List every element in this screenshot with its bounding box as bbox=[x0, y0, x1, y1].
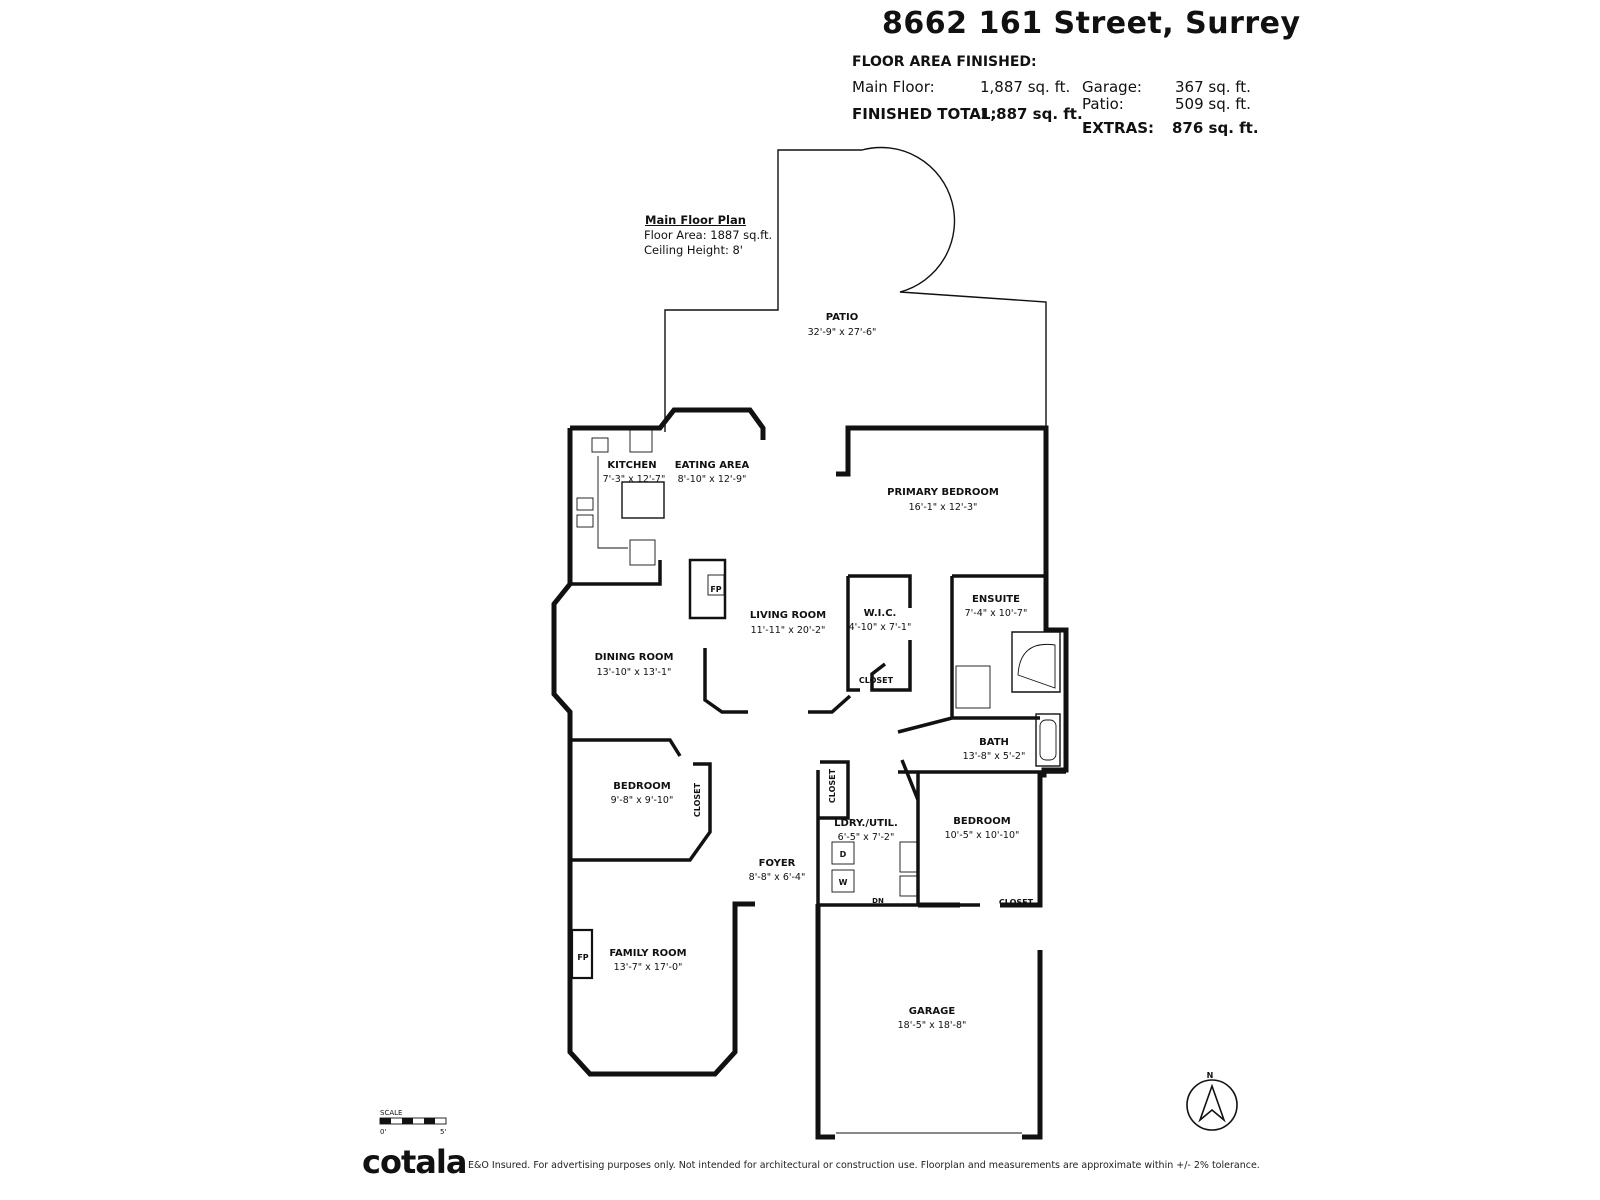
interior-walls bbox=[570, 560, 1066, 907]
kitchen-counter bbox=[597, 456, 628, 549]
garage-area-value: 367 sq. ft. bbox=[1175, 78, 1251, 96]
room-name-living-room: LIVING ROOM bbox=[750, 610, 826, 621]
room-dim-garage: 18'-5" x 18'-8" bbox=[898, 1020, 967, 1031]
main-floor-label: Main Floor: bbox=[852, 78, 935, 96]
main-floor-value: 1,887 sq. ft. bbox=[980, 78, 1071, 96]
room-dim-laundry: 6'-5" x 7'-2" bbox=[838, 832, 895, 843]
room-dim-ensuite: 7'-4" x 10'-7" bbox=[965, 608, 1028, 619]
scale-zero: 0' bbox=[380, 1128, 386, 1136]
room-dim-primary-bedroom: 16'-1" x 12'-3" bbox=[909, 502, 978, 513]
closet-label-bedroom-right: CLOSET bbox=[999, 898, 1034, 907]
washer-label: W bbox=[839, 878, 848, 887]
room-dim-kitchen: 7'-3" x 12'-7" bbox=[603, 474, 666, 485]
room-name-kitchen: KITCHEN bbox=[607, 460, 656, 471]
room-dim-family-room: 13'-7" x 17'-0" bbox=[614, 962, 683, 973]
north-arrow-icon bbox=[1198, 1083, 1226, 1123]
patio-area-value: 509 sq. ft. bbox=[1175, 95, 1251, 113]
room-dim-bath: 13'-8" x 5'-2" bbox=[963, 751, 1026, 762]
ensuite-tub bbox=[1011, 631, 1061, 693]
closet-label-wic: CLOSET bbox=[859, 676, 894, 685]
fp-label-living: FP bbox=[710, 585, 721, 594]
finished-total-value: 1,887 sq. ft. bbox=[980, 105, 1083, 123]
room-name-primary-bedroom: PRIMARY BEDROOM bbox=[887, 487, 999, 498]
washer bbox=[831, 869, 855, 893]
room-name-wic: W.I.C. bbox=[864, 608, 897, 619]
plan-ceiling-height: Ceiling Height: 8' bbox=[644, 243, 743, 257]
room-dim-bedroom-right: 10'-5" x 10'-10" bbox=[945, 830, 1020, 841]
patio-outline bbox=[664, 146, 1047, 432]
room-name-dining-room: DINING ROOM bbox=[595, 652, 674, 663]
fp-label-family: FP bbox=[577, 953, 588, 962]
extras-label: EXTRAS: bbox=[1082, 119, 1155, 137]
room-dim-wic: 4'-10" x 7'-1" bbox=[849, 622, 912, 633]
address-title: 8662 161 Street, Surrey bbox=[882, 6, 1301, 41]
room-name-family-room: FAMILY ROOM bbox=[609, 948, 686, 959]
room-dim-patio: 32'-9" x 27'-6" bbox=[808, 327, 877, 338]
room-dim-foyer: 8'-8" x 6'-4" bbox=[749, 872, 806, 883]
fireplace-living bbox=[688, 558, 727, 620]
kitchen-island bbox=[621, 481, 665, 519]
compass-icon bbox=[1186, 1079, 1238, 1131]
room-name-eating-area: EATING AREA bbox=[675, 460, 750, 471]
room-dim-living-room: 11'-11" x 20'-2" bbox=[751, 625, 826, 636]
scale-label: SCALE bbox=[380, 1109, 402, 1117]
plan-floor-area: Floor Area: 1887 sq.ft. bbox=[644, 228, 773, 242]
room-dim-eating-area: 8'-10" x 12'-9" bbox=[678, 474, 747, 485]
plan-title: Main Floor Plan bbox=[645, 213, 746, 227]
disclaimer: E&O Insured. For advertising purposes on… bbox=[468, 1160, 1260, 1171]
garage-area-label: Garage: bbox=[1082, 78, 1142, 96]
bath-tub bbox=[1035, 713, 1061, 767]
room-name-ensuite: ENSUITE bbox=[972, 594, 1020, 605]
room-name-laundry: LDRY./UTIL. bbox=[834, 818, 898, 829]
room-name-bedroom-left: BEDROOM bbox=[613, 781, 670, 792]
closet-label-hall: CLOSET bbox=[828, 768, 837, 803]
scale-five: 5' bbox=[440, 1128, 446, 1136]
finished-total-label: FINISHED TOTAL: bbox=[852, 105, 997, 123]
brand-logo: cotala bbox=[362, 1143, 467, 1181]
patio-area-label: Patio: bbox=[1082, 95, 1124, 113]
dryer-label: D bbox=[840, 850, 847, 859]
closet-label-bedroom-left: CLOSET bbox=[693, 782, 702, 817]
room-dim-bedroom-left: 9'-8" x 9'-10" bbox=[611, 795, 674, 806]
room-name-garage: GARAGE bbox=[909, 1006, 956, 1017]
room-name-bath: BATH bbox=[979, 737, 1009, 748]
dryer bbox=[831, 841, 855, 865]
fireplace-family bbox=[570, 928, 594, 980]
compass-north: N bbox=[1207, 1071, 1214, 1080]
room-name-patio: PATIO bbox=[826, 312, 858, 323]
floor-area-heading: FLOOR AREA FINISHED: bbox=[852, 54, 1037, 70]
room-name-foyer: FOYER bbox=[759, 858, 796, 869]
extras-value: 876 sq. ft. bbox=[1172, 119, 1259, 137]
room-name-bedroom-right: BEDROOM bbox=[953, 816, 1010, 827]
room-dim-dining-room: 13'-10" x 13'-1" bbox=[597, 667, 672, 678]
dn-label: DN bbox=[872, 897, 884, 905]
